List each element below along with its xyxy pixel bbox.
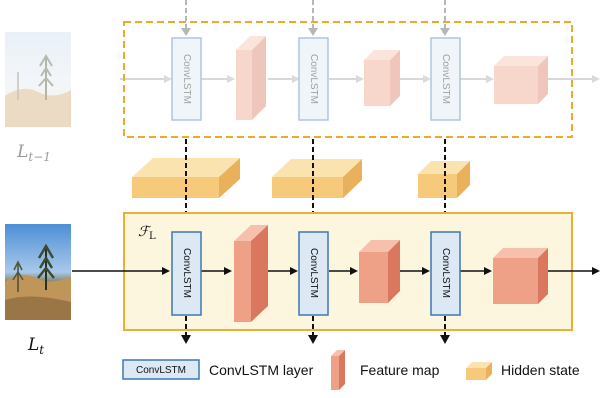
convlstm-cell-3-label: ConvLSTM bbox=[440, 248, 451, 298]
convlstm-cell-1-label: ConvLSTM bbox=[181, 248, 192, 298]
convlstm-cell-prev-1 bbox=[171, 37, 202, 121]
convlstm-cell-prev-3 bbox=[430, 37, 461, 121]
feature-map-prev-2 bbox=[364, 50, 400, 106]
legend-convlstm-swatch bbox=[122, 359, 200, 380]
feature-map-prev-1 bbox=[236, 36, 266, 120]
convlstm-cell-prev-2-label: ConvLSTM bbox=[308, 54, 319, 104]
legend-feature-swatch bbox=[331, 350, 345, 390]
legend: ConvLSTM ConvLSTM layer Feature map Hidd… bbox=[122, 350, 580, 390]
legend-hidden-text: Hidden state bbox=[501, 362, 580, 378]
current-frame-label: Lt bbox=[27, 335, 44, 357]
current-frame-image bbox=[5, 224, 71, 320]
convlstm-cell-prev-2 bbox=[298, 37, 329, 121]
hidden-state-1 bbox=[132, 158, 240, 198]
convlstm-cell-prev-3-label: ConvLSTM bbox=[440, 54, 451, 104]
legend-feature-text: Feature map bbox=[360, 362, 440, 378]
convlstm-cell-prev-1-label: ConvLSTM bbox=[181, 54, 192, 104]
convlstm-cell-1 bbox=[171, 231, 202, 316]
region-label: ℱL bbox=[138, 224, 156, 242]
feature-map-3 bbox=[493, 248, 548, 304]
feature-map-prev-3 bbox=[494, 56, 548, 104]
previous-frame-image bbox=[5, 32, 71, 127]
legend-convlstm-box-label: ConvLSTM bbox=[136, 365, 186, 376]
previous-frame-region bbox=[123, 21, 573, 138]
legend-hidden-swatch bbox=[466, 362, 492, 380]
convlstm-cell-3 bbox=[430, 231, 461, 316]
feature-map-2 bbox=[359, 240, 400, 303]
feature-map-1 bbox=[234, 225, 268, 322]
previous-timestep-group: ConvLSTM ConvLSTM ConvLSTM bbox=[120, 0, 600, 121]
previous-frame-label: Lt−1 bbox=[16, 142, 51, 164]
convlstm-cell-2-label: ConvLSTM bbox=[308, 248, 319, 298]
legend-convlstm-text: ConvLSTM layer bbox=[209, 362, 314, 378]
hidden-state-2 bbox=[272, 159, 362, 198]
convlstm-cell-2 bbox=[298, 231, 329, 316]
